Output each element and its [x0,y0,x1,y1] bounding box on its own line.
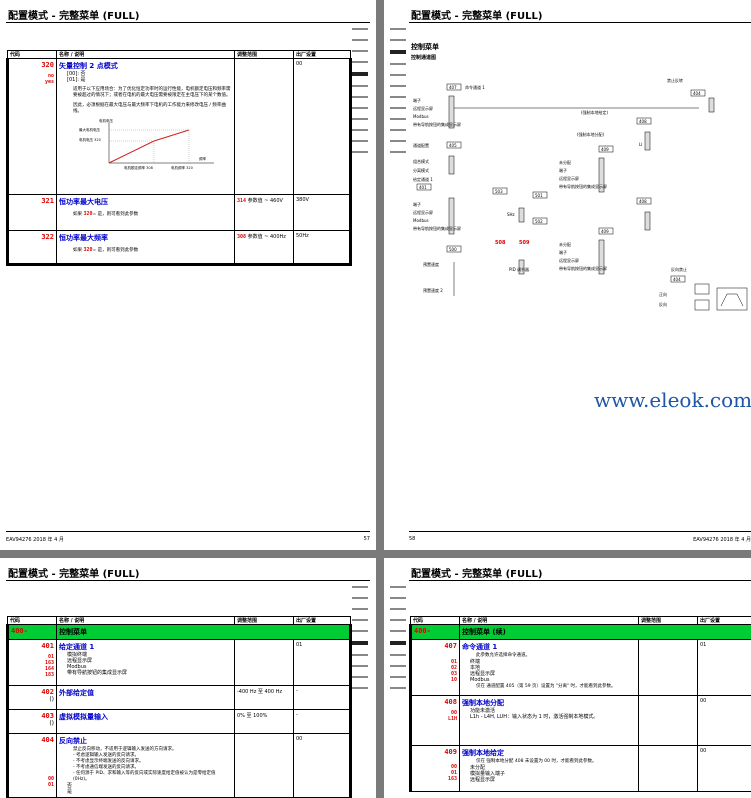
svg-text:407: 407 [449,85,457,90]
graph-x1: 电机额定频率 308 [124,165,153,170]
svg-text:端子: 端子 [413,97,421,103]
page-header: 配置模式 - 完整菜单 (FULL) [411,11,543,22]
page-footer: EAV94276 2018 年 4 月 57 [6,531,370,543]
svg-text:(强制本地分配): (强制本地分配) [577,131,605,137]
page-59-top: 配置模式 - 完整菜单 (FULL) 代码名称 / 说明 调整范围出厂设置 40… [0,558,376,798]
svg-text:端子: 端子 [559,167,567,173]
svg-text:501: 501 [535,193,543,198]
svg-text:409: 409 [601,147,609,152]
svg-text:503: 503 [495,189,503,194]
svg-text:端子: 端子 [413,201,421,207]
table-header-row: 代码名称 / 说明 调整范围出厂设置 [410,616,751,625]
table-header-row: 代码 名称 / 说明 调整范围 出厂设置 [7,50,351,59]
svg-text:未分配: 未分配 [559,159,571,165]
svg-text:LI: LI [639,142,642,147]
page-60-top: 配置模式 - 完整菜单 (FULL) 代码名称 / 说明 调整范围出厂设置 40… [384,558,751,798]
group-header-row: 400- 控制菜单 [6,624,352,640]
header-rule [6,22,370,23]
watermark: www.eleok.com [594,388,751,412]
svg-text:分离模式: 分离模式 [413,167,429,173]
svg-text:404: 404 [693,91,701,96]
side-tabs [352,28,372,162]
svg-text:502: 502 [535,219,543,224]
graph-y1: 最大电机电压 [79,127,100,132]
table-row: 402() 外部给定值 -400 Hz 至 400 Hz - [6,685,352,710]
svg-text:508: 508 [495,240,506,246]
svg-text:408: 408 [639,119,647,124]
group-header-row: 400- 控制菜单 (续) [409,624,751,640]
svg-text:预置速度 2: 预置速度 2 [423,287,443,293]
page-57: 配置模式 - 完整菜单 (FULL) 代码 名称 / 说明 调整范围 出厂设置 … [0,0,376,550]
svg-text:未分配: 未分配 [559,241,571,247]
svg-text:禁止反转: 禁止反转 [667,77,683,83]
svg-text:远程显示屏: 远程显示屏 [413,209,433,215]
param-title: 矢量控制 2 点模式 [59,62,118,70]
page-footer: 58 EAV94276 2018 年 4 月 [409,531,751,543]
svg-text:端子: 端子 [559,249,567,255]
page-header: 配置模式 - 完整菜单 (FULL) [8,11,140,22]
svg-text:远程显示屏: 远程显示屏 [559,175,579,181]
svg-text:远程显示屏: 远程显示屏 [413,105,433,111]
svg-text:反向禁止: 反向禁止 [671,266,687,272]
svg-text:命令通道 1: 命令通道 1 [465,84,485,90]
table-row: 403() 虚拟模拟量输入 0% 至 100% - [6,709,352,734]
svg-text:Modbus: Modbus [413,114,429,119]
svg-text:反向: 反向 [659,301,667,307]
svg-text:401: 401 [419,185,427,190]
table-row: 322 恒功率最大频率 如果 320= 是，则可看到此参数 308 参数值 ~ … [6,230,352,266]
vf-curve-graph: 电机电压 最大电机电压 电机电压 320 电机额定频率 308 电机频率 320… [79,118,214,170]
svg-text:405: 405 [449,143,457,148]
svg-text:带有导航按钮的集成显示屏: 带有导航按钮的集成显示屏 [559,265,607,271]
svg-text:404: 404 [673,277,681,282]
svg-text:500: 500 [449,247,457,252]
page-header: 配置模式 - 完整菜单 (FULL) [411,569,543,580]
svg-text:409: 409 [601,229,609,234]
graph-ylabel: 电机电压 [99,118,113,123]
page-58: 配置模式 - 完整菜单 (FULL) 控制菜单 控制通道图 407 命令通道 1… [384,0,751,550]
svg-text:远程显示屏: 远程显示屏 [559,257,579,263]
svg-text:(强制本地给定): (强制本地给定) [581,109,609,115]
table-header-row: 代码名称 / 说明 调整范围出厂设置 [7,616,351,625]
svg-text:带有导航按钮的集成显示屏: 带有导航按钮的集成显示屏 [413,225,461,231]
svg-text:带有导航按钮的集成显示屏: 带有导航按钮的集成显示屏 [413,121,461,127]
svg-text:509: 509 [519,240,530,246]
svg-text:PID 调节器: PID 调节器 [509,266,529,272]
menu-title: 控制菜单 [411,43,439,51]
graph-y2: 电机电压 320 [79,137,101,142]
svg-text:给定通道 1: 给定通道 1 [413,176,433,182]
menu-subtitle: 控制通道图 [411,55,437,61]
svg-text:408: 408 [639,199,647,204]
svg-text:Modbus: Modbus [413,218,429,223]
svg-text:组合模式: 组合模式 [413,158,429,164]
page-header: 配置模式 - 完整菜单 (FULL) [8,569,140,580]
table-row: 321 恒功率最大电压 如果 320= 是，则可看到此参数 314 参数值 ~ … [6,194,352,231]
graph-xunit: 频率 [199,156,206,161]
graph-x2: 电机频率 320 [171,165,193,170]
svg-text:预置速度: 预置速度 [423,261,439,267]
svg-text:正向: 正向 [659,291,667,297]
svg-text:通道配置: 通道配置 [413,142,429,148]
svg-text:SHz: SHz [507,212,515,217]
svg-text:带有导航按钮的集成显示屏: 带有导航按钮的集成显示屏 [559,183,607,189]
